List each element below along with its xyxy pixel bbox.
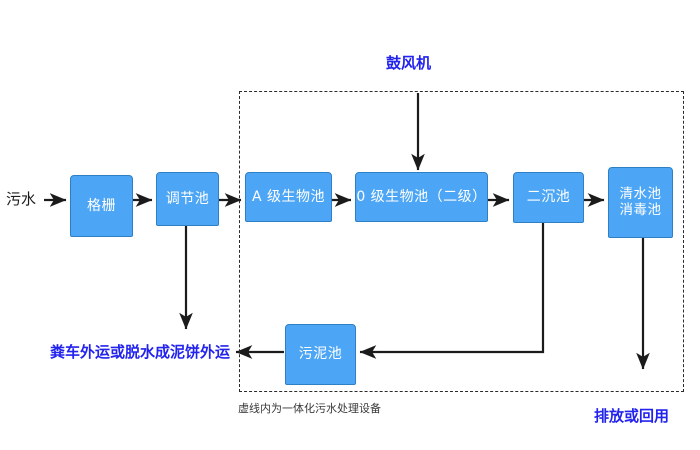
integrated-equipment-boundary (239, 91, 684, 392)
sludge-transport-label: 粪车外运或脱水成泥饼外运 (50, 343, 231, 361)
node-regulating-tank[interactable]: 调节池 (156, 172, 219, 226)
discharge-reuse-label: 排放或回用 (594, 407, 670, 425)
node-secondary-settling-tank[interactable]: 二沉池 (513, 172, 584, 223)
node-a-bio-tank[interactable]: A 级生物池 (245, 172, 332, 222)
node-o-bio-tank[interactable]: 0 级生物池（二级） (355, 172, 488, 222)
dashed-box-caption: 虚线内为一体化污水处理设备 (238, 402, 381, 415)
inlet-label: 污水 (6, 190, 37, 208)
node-sludge-tank[interactable]: 污泥池 (285, 324, 356, 385)
node-grid[interactable]: 格栅 (70, 175, 133, 237)
blower-label: 鼓风机 (386, 54, 432, 72)
node-clean-water-tank[interactable]: 清水池 消毒池 (608, 167, 673, 238)
